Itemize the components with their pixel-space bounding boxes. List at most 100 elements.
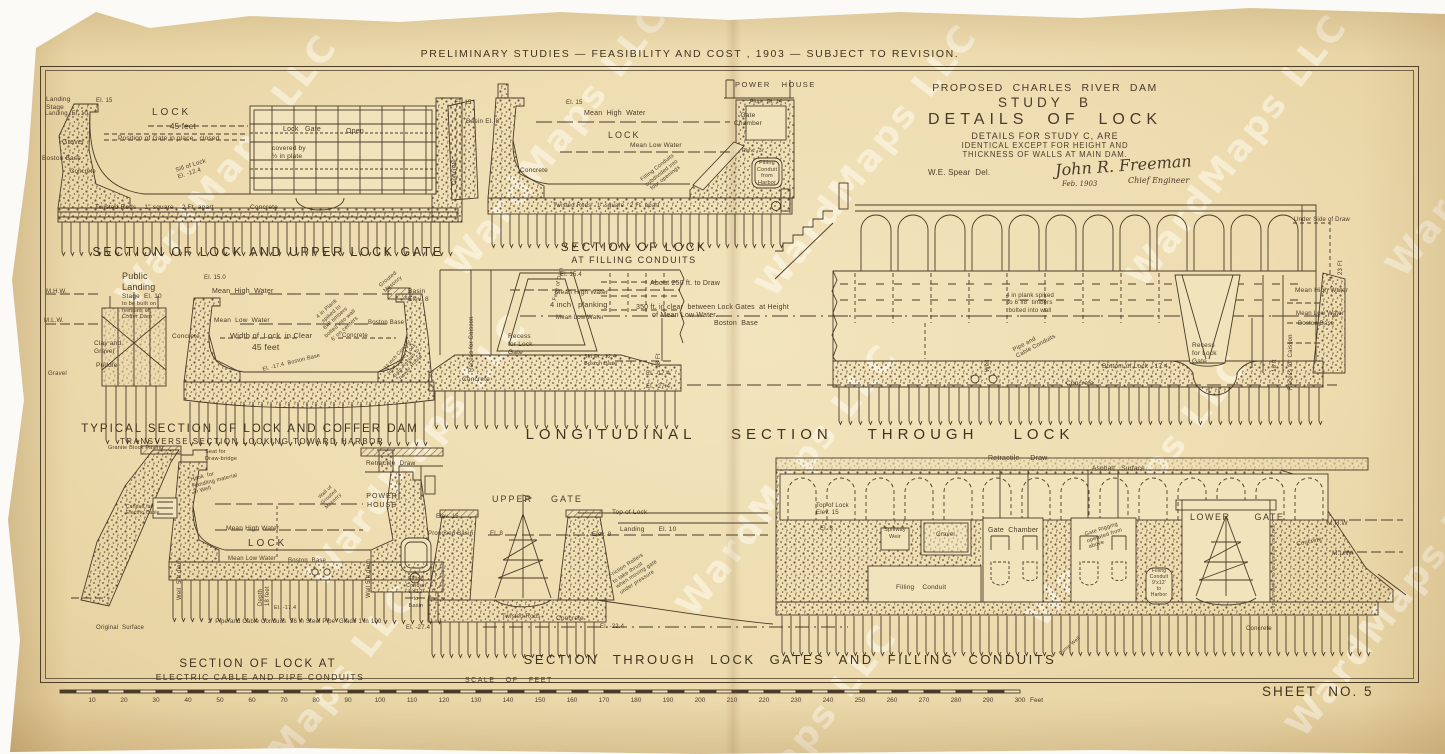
label: Concrete — [70, 169, 96, 175]
svg-text:290: 290 — [983, 697, 994, 704]
label: Lock Gate — [283, 126, 321, 133]
title-note3: THICKNESS OF WALLS AT MAIN DAM. — [962, 150, 1128, 159]
label: 45 feet — [170, 122, 196, 131]
label: Conduit for Electric Cable — [126, 504, 160, 517]
caption-filling-conduits-2: AT FILLING CONDUITS — [571, 255, 697, 265]
label: Mean Low Water — [214, 317, 270, 324]
svg-text:100: 100 — [375, 697, 386, 704]
label: Mean Low Water — [630, 142, 682, 149]
title-note1: DETAILS FOR STUDY C, ARE — [971, 131, 1119, 141]
longitudinal-section-drawing — [428, 182, 1346, 430]
label: LOWER GATE — [1190, 512, 1285, 522]
label: 18 Ft — [656, 353, 662, 368]
label: Mean High Water — [1295, 287, 1349, 294]
piles — [189, 402, 428, 447]
label: Well 5 ft diam — [177, 559, 183, 600]
label: Recess for Caisson — [1288, 334, 1294, 390]
svg-text:80: 80 — [312, 697, 320, 704]
caption-coffer-dam-1: TYPICAL SECTION OF LOCK AND COFFER DAM — [81, 423, 419, 435]
piles — [491, 214, 784, 249]
svg-text:110: 110 — [407, 697, 418, 704]
section-lock-gates-drawing — [427, 457, 1407, 659]
signature-date: Feb. 1903 — [1062, 180, 1098, 188]
label: Gravel — [48, 371, 67, 377]
label: M.H.W. — [46, 289, 67, 295]
label: El. -17.4 — [274, 605, 297, 611]
label: to be built on remains of Coffer Dam — [122, 301, 157, 321]
svg-text:240: 240 — [823, 697, 834, 704]
label: Basin Elev. 8 — [408, 288, 429, 303]
label: Filling Conduit 9'x12' to Basin — [405, 576, 427, 609]
label: Concrete — [520, 167, 548, 174]
piles — [838, 387, 1323, 426]
label: Twisted Rods 1" square 2 Ft. apart — [553, 203, 660, 209]
svg-text:140: 140 — [503, 697, 514, 704]
label: Position of Gate in place, closed — [118, 135, 220, 142]
label: Twisted Rods — [502, 614, 541, 620]
label: Granite Block Paving — [108, 445, 164, 451]
caption-electric-2: ELECTRIC CABLE AND PIPE CONDUITS — [155, 672, 365, 682]
label: Gate Chamber — [988, 527, 1039, 534]
svg-text:260: 260 — [887, 697, 898, 704]
label: El. 15 — [455, 100, 472, 106]
label: Mean High Water — [212, 288, 274, 295]
svg-text:30: 30 — [152, 697, 160, 704]
caption-filling-conduits-1: SECTION OF LOCK — [560, 240, 708, 254]
piles — [105, 386, 160, 445]
label: Elev. -3 — [742, 148, 762, 154]
svg-text:10: 10 — [88, 697, 96, 704]
label: Concrete — [462, 376, 490, 383]
label: Concrete — [452, 159, 458, 185]
label: Circular Wells to economize concrete — [1272, 524, 1277, 612]
label: Concrete — [342, 333, 368, 339]
label: El. 15 — [566, 100, 583, 106]
label: El. -17.4 — [646, 371, 671, 377]
label: Filling Conduit — [896, 584, 947, 591]
label: Filling Conduit from Harbor — [756, 160, 778, 187]
sheet-border-outer — [40, 66, 1419, 683]
label: Recess for Caisson — [469, 316, 475, 372]
svg-text:280: 280 — [951, 697, 962, 704]
label: Mean High Water — [555, 289, 609, 296]
label: Proposed Basin — [428, 531, 474, 537]
label: Original Surface — [96, 625, 145, 631]
piles — [431, 622, 598, 659]
scale-label: SCALE OF FEET — [465, 677, 553, 684]
caption-coffer-dam-2: TRANSVERSE SECTION LOOKING TOWARD HARBOR — [119, 437, 385, 446]
label: Mean Low Water — [1296, 311, 1344, 317]
label: Elev. 8 — [592, 532, 612, 538]
label: Recess for Lock Gate — [1192, 342, 1217, 365]
svg-text:250: 250 — [855, 697, 866, 704]
label: Wall 5 ft diam — [366, 559, 372, 598]
label: Sill El. -12.4 Boston Base — [584, 354, 618, 367]
sheet-header: PRELIMINARY STUDIES — FEASIBILITY AND CO… — [420, 48, 960, 60]
label: POWER HOUSE — [366, 493, 398, 509]
label: UPPER GATE — [492, 494, 583, 504]
label: Public Landing — [122, 271, 156, 292]
title-line3: DETAILS OF LOCK — [927, 111, 1163, 128]
label: LOCK — [248, 538, 288, 549]
label: Gate Chamber — [733, 112, 763, 127]
label: El. 15 — [96, 98, 113, 104]
label: Under Side of Draw — [1294, 217, 1350, 223]
label: Asphalt Surface — [1092, 465, 1145, 472]
label: Landing El. 10 — [620, 526, 677, 533]
label: Landing El. 10 — [45, 111, 89, 117]
label: 350 ft. in clear between Lock Gates at H… — [636, 304, 789, 311]
engineer-signature-title: Chief Engineer — [1128, 176, 1190, 185]
caption-lock-gates: SECTION THROUGH LOCK GATES AND FILLING C… — [523, 652, 1057, 667]
section-coffer-dam-drawing — [46, 287, 435, 447]
label: El. 15.0 — [204, 275, 226, 281]
label: Mean Low Water — [228, 556, 276, 562]
label: Boston Base — [42, 155, 82, 162]
piles — [434, 391, 679, 430]
caption-upper-lock-gate: SECTION OF LOCK AND UPPER LOCK GATE — [92, 245, 444, 259]
label: 4 inch planking — [550, 300, 608, 309]
label: Boston Base — [714, 320, 759, 327]
label: of Mean Low Water. — [652, 312, 718, 319]
label: El. -27.4 — [646, 384, 671, 390]
label: Filling Conduit 9'x12' to Harbor — [1149, 568, 1169, 599]
